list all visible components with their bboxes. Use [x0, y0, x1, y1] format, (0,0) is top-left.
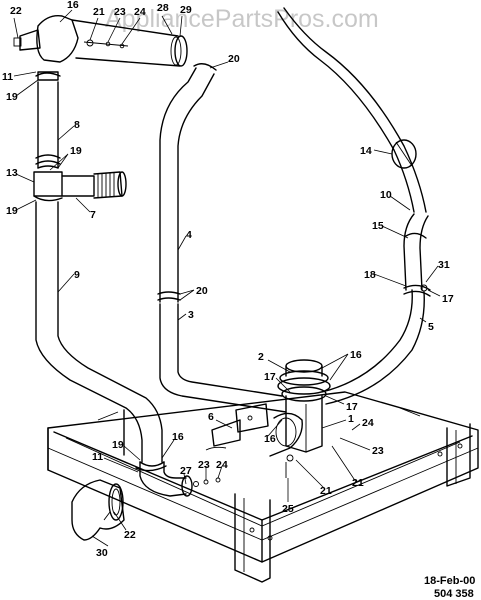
label-23: 23 — [372, 445, 384, 457]
label-16: 16 — [264, 433, 276, 445]
label-24: 24 — [216, 459, 228, 471]
label-21: 21 — [93, 6, 105, 18]
left-vertical-pipe — [35, 71, 61, 169]
label-15: 15 — [372, 220, 384, 232]
label-3: 3 — [188, 309, 194, 321]
label-16: 16 — [172, 431, 184, 443]
label-8: 8 — [74, 119, 80, 131]
label-11: 11 — [92, 451, 103, 463]
leader-lines — [13, 9, 441, 547]
top-inlet-pipe — [13, 15, 188, 67]
label-28: 28 — [157, 2, 169, 14]
label-23: 23 — [198, 459, 210, 471]
drain-hose — [277, 7, 431, 405]
pipe-3 — [159, 303, 287, 413]
label-2: 2 — [258, 351, 264, 363]
pipe-4 — [157, 63, 217, 303]
label-31: 31 — [438, 259, 450, 271]
label-18: 18 — [364, 269, 376, 281]
base-frame — [47, 391, 479, 583]
lower-left-elbow — [135, 461, 221, 497]
label-19: 19 — [112, 439, 124, 451]
label-24: 24 — [134, 6, 146, 18]
label-20: 20 — [196, 285, 208, 297]
label-19: 19 — [70, 145, 82, 157]
label-5: 5 — [428, 321, 434, 333]
label-17: 17 — [442, 293, 454, 305]
label-13: 13 — [6, 167, 18, 179]
label-16: 16 — [67, 0, 79, 11]
label-17: 17 — [264, 371, 276, 383]
label-9: 9 — [74, 269, 80, 281]
label-29: 29 — [180, 4, 192, 16]
label-30: 30 — [96, 547, 108, 559]
label-22: 22 — [10, 5, 22, 17]
label-7: 7 — [90, 209, 96, 221]
label-25: 25 — [282, 503, 294, 515]
footer-code: 504 358 — [434, 588, 474, 600]
label-24: 24 — [362, 417, 374, 429]
drain-elbow — [71, 479, 125, 541]
label-14: 14 — [360, 145, 372, 157]
label-1: 1 — [348, 413, 354, 425]
label-22: 22 — [124, 529, 136, 541]
label-4: 4 — [186, 229, 192, 241]
label-16: 16 — [350, 349, 362, 361]
tee-fitting — [33, 171, 127, 202]
footer-date: 18-Feb-00 — [424, 575, 475, 587]
label-20: 20 — [228, 53, 240, 65]
label-19: 19 — [6, 91, 18, 103]
label-11: 11 — [2, 71, 13, 83]
callout-labels: 22 16 21 23 24 28 29 11 19 20 8 19 13 19… — [2, 0, 454, 559]
label-27: 27 — [180, 465, 192, 477]
label-10: 10 — [380, 189, 392, 201]
label-21: 21 — [320, 485, 332, 497]
label-17: 17 — [346, 401, 358, 413]
label-19: 19 — [6, 205, 18, 217]
label-23: 23 — [114, 6, 126, 18]
label-6: 6 — [208, 411, 214, 423]
long-pipe — [35, 201, 165, 467]
label-21: 21 — [352, 477, 364, 489]
watermark: AppliancePartsPros.com — [105, 5, 379, 33]
